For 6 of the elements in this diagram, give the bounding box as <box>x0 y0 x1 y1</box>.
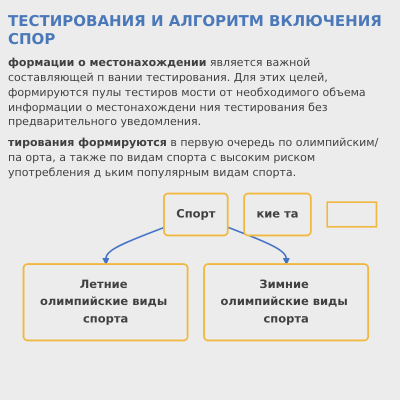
slide-title: ТЕСТИРОВАНИЯ И АЛГОРИТМ ВКЛЮЧЕНИЯ СПОР <box>8 12 383 48</box>
arrow <box>102 226 165 265</box>
body-paragraph: тирования формируются в первую очередь по олимпийским/па орта, а также по видам спорта с высоким риском употребления д ьким популярным видам спорта. <box>8 136 380 181</box>
body-paragraph: формации о местонахождении является важной составляющей п вании тестирования. Для этих целей, формируются пулы тестиров мости от необходимого объема информации о местонахождени ния тестирования без предварительного уведомления. <box>8 56 367 130</box>
arrow <box>228 226 290 265</box>
node-box <box>326 201 378 228</box>
